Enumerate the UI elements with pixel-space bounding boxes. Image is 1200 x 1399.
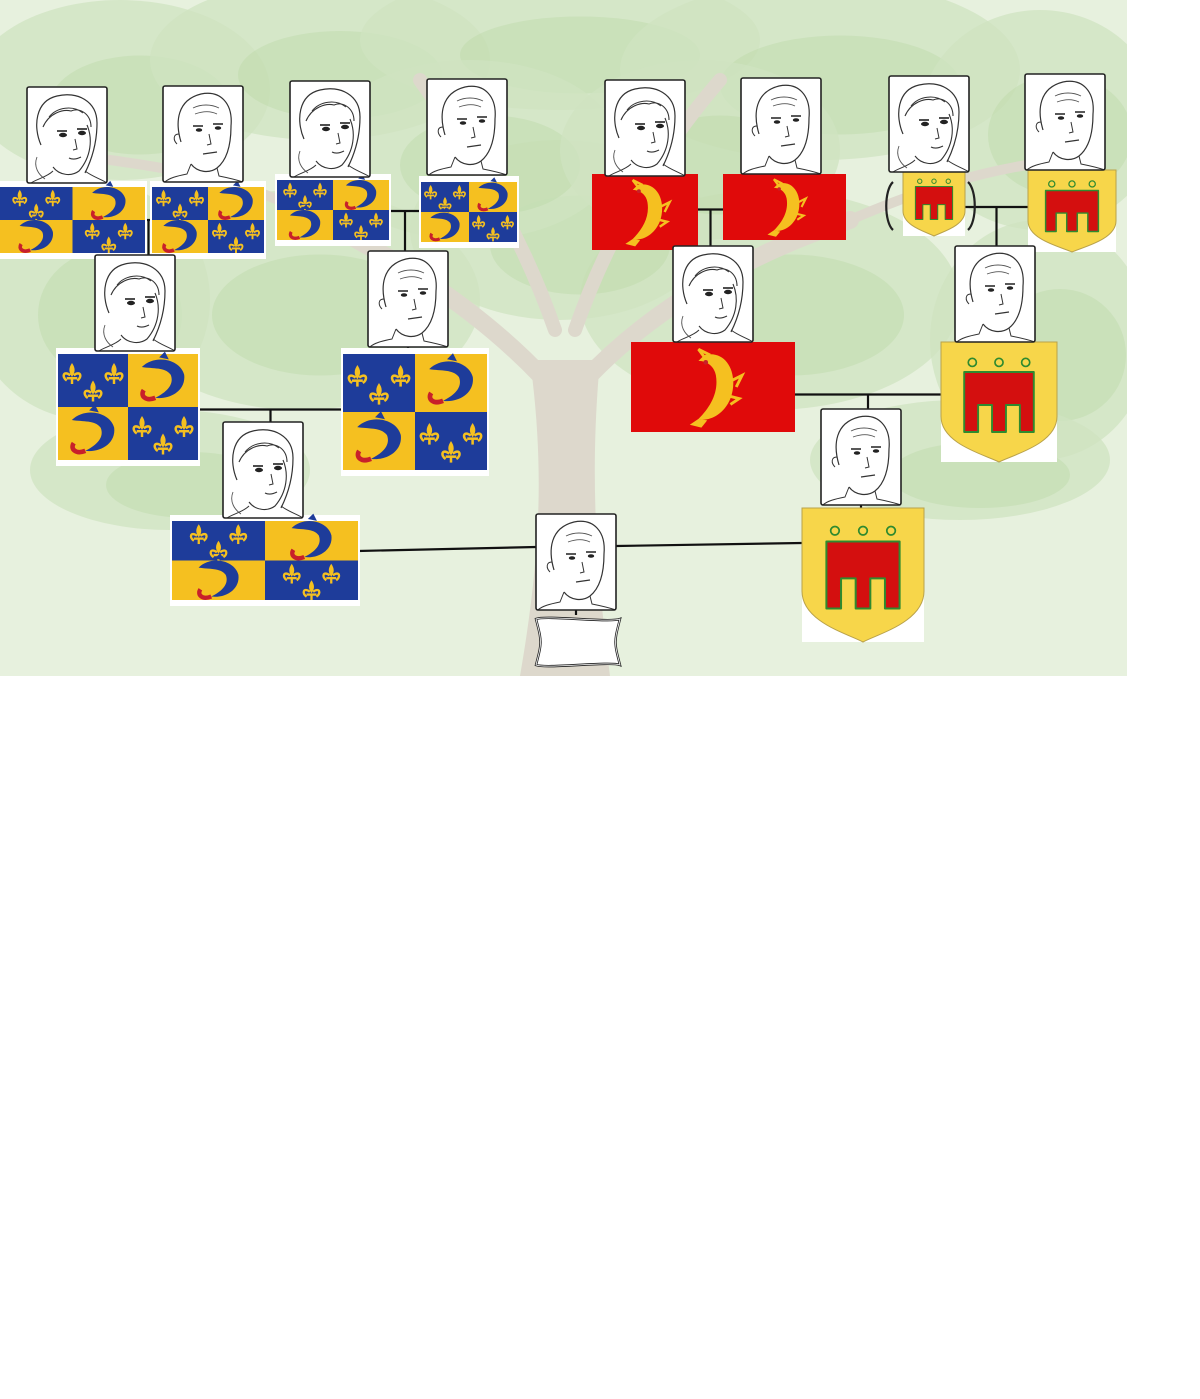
- auvergne-gonfanon-shield-icon: [801, 507, 925, 643]
- portrait-frame: [888, 75, 970, 173]
- scroll-ornament: [885, 181, 976, 231]
- name-scroll-icon: [534, 616, 622, 668]
- gonfanon-icon: [1044, 189, 1100, 233]
- marriage-line: [357, 545, 537, 553]
- woman-portrait-icon-art: [889, 76, 969, 172]
- dauphine-coat-of-arms-icon: [56, 348, 200, 466]
- coats-of-arms: [0, 169, 1117, 668]
- man-portrait-icon: [367, 250, 449, 348]
- lyonnais-dolphin-arms-icon: [592, 174, 698, 250]
- portrait-frame: [820, 408, 902, 506]
- portrait-frame: [222, 421, 304, 519]
- man-portrait-icon-art: [955, 246, 1035, 342]
- portrait-frame: [367, 250, 449, 348]
- scroll-ornament-left: [885, 181, 894, 231]
- portrait-frame: [672, 245, 754, 343]
- man-portrait-icon: [535, 513, 617, 611]
- man-portrait-icon-art: [368, 251, 448, 347]
- portrait-frame: [954, 245, 1036, 343]
- woman-portrait-icon: [222, 421, 304, 519]
- man-portrait-icon-art: [427, 79, 507, 175]
- portrait-frame: [94, 254, 176, 352]
- ring-icon: [1020, 357, 1031, 368]
- ring-icon: [967, 357, 978, 368]
- man-portrait-icon: [1024, 73, 1106, 171]
- ring-icon: [885, 525, 897, 536]
- man-portrait-icon-art: [821, 409, 901, 505]
- auvergne-gonfanon-shield-icon: [902, 169, 966, 237]
- dauphine-coat-of-arms-icon: [150, 178, 266, 259]
- portraits: [26, 73, 1106, 611]
- man-portrait-icon: [954, 245, 1036, 343]
- portrait-frame: [1024, 73, 1106, 171]
- dauphine-coat-of-arms-icon: [170, 514, 360, 606]
- ring-icon: [829, 525, 841, 536]
- portrait-frame: [740, 77, 822, 175]
- portrait-frame: [162, 85, 244, 183]
- marriage-line: [615, 541, 803, 548]
- gonfanon-icon: [914, 185, 954, 221]
- auvergne-gonfanon-shield-icon: [1027, 169, 1117, 253]
- portrait-frame: [289, 80, 371, 178]
- portrait-frame: [426, 78, 508, 176]
- portrait-frame: [26, 86, 108, 184]
- woman-portrait-icon-art: [673, 246, 753, 342]
- auvergne-gonfanon-shield-icon: [940, 341, 1058, 463]
- ring-icon: [1068, 180, 1076, 188]
- name-scroll-inner: [535, 617, 621, 667]
- man-portrait-icon: [426, 78, 508, 176]
- ring-icon: [917, 178, 923, 184]
- woman-portrait-icon: [672, 245, 754, 343]
- woman-portrait-icon: [888, 75, 970, 173]
- ring-icon: [1088, 180, 1096, 188]
- portrait-frame: [604, 79, 686, 177]
- dauphine-coat-of-arms-icon: [0, 178, 147, 259]
- man-portrait-icon: [740, 77, 822, 175]
- scroll-ornament-right: [967, 181, 976, 231]
- woman-portrait-icon: [604, 79, 686, 177]
- man-portrait-icon-art: [163, 86, 243, 182]
- woman-portrait-icon-art: [95, 255, 175, 351]
- woman-portrait-icon: [26, 86, 108, 184]
- man-portrait-icon-art: [741, 78, 821, 174]
- name-scroll-icon: [534, 616, 622, 668]
- woman-portrait-icon-art: [223, 422, 303, 518]
- man-portrait-icon: [162, 85, 244, 183]
- lyonnais-dolphin-arms-icon: [723, 174, 846, 240]
- gonfanon-icon: [963, 371, 1035, 433]
- dauphine-coat-of-arms-icon: [341, 348, 489, 476]
- ring-icon: [857, 525, 869, 536]
- ring-icon: [945, 178, 951, 184]
- gonfanon-icon: [825, 540, 901, 610]
- ring-icon: [1048, 180, 1056, 188]
- woman-portrait-icon-art: [27, 87, 107, 183]
- ring-icon: [931, 178, 937, 184]
- lyonnais-dolphin-arms-icon: [631, 342, 795, 432]
- man-portrait-icon-art: [1025, 74, 1105, 170]
- man-portrait-icon: [820, 408, 902, 506]
- dauphine-coat-of-arms-icon: [419, 175, 519, 248]
- portrait-frame: [535, 513, 617, 611]
- woman-portrait-icon-art: [605, 80, 685, 176]
- ring-icon: [994, 357, 1004, 368]
- woman-portrait-icon: [94, 254, 176, 352]
- woman-portrait-icon-art: [290, 81, 370, 177]
- woman-portrait-icon: [289, 80, 371, 178]
- dauphine-coat-of-arms-icon: [275, 172, 391, 246]
- man-portrait-icon-art: [536, 514, 616, 610]
